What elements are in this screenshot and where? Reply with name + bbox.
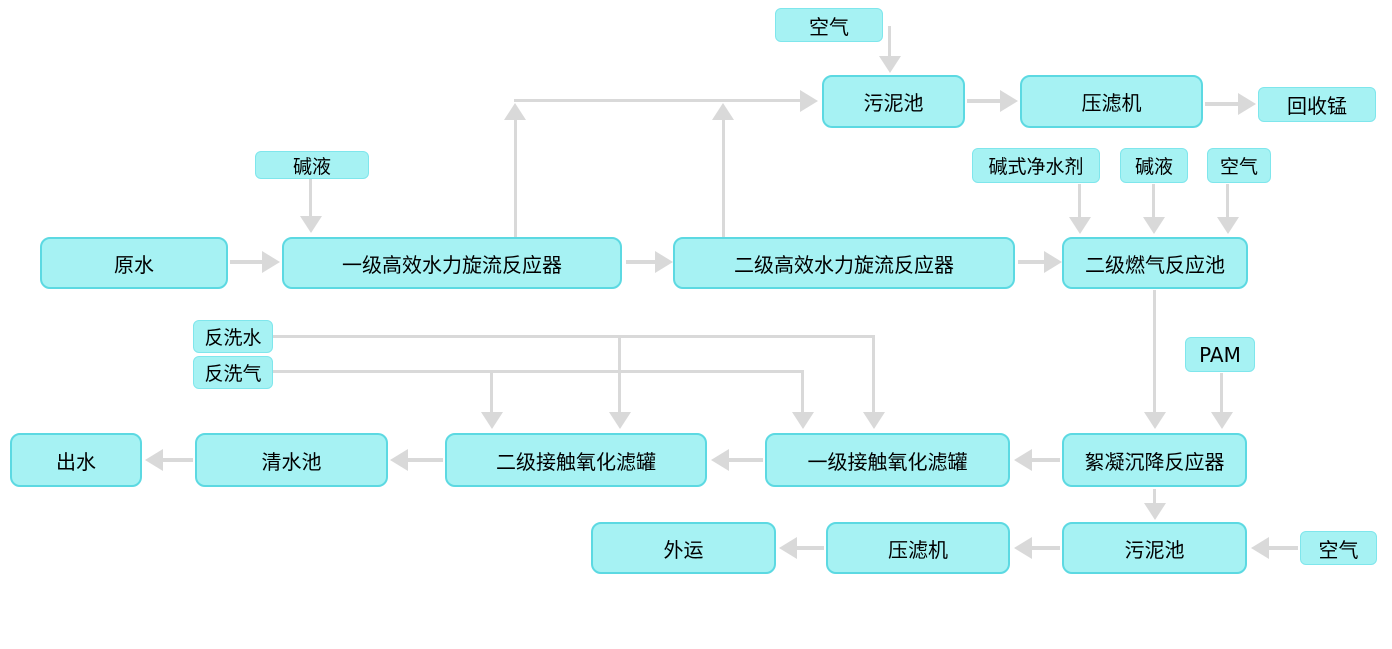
node-pam: PAM <box>1185 337 1255 372</box>
arrow-secondary-to-gastank-stem <box>1018 260 1044 264</box>
connector-backwash-water-drop1 <box>618 336 621 412</box>
arrowhead-pam-down <box>1211 412 1233 429</box>
node-backwash-water: 反洗水 <box>193 320 273 353</box>
node-sludge-tank-top: 污泥池 <box>822 75 965 128</box>
arrowhead-up-primary-reactor <box>504 103 526 120</box>
arrow-prifilter-to-secfilter-head <box>711 449 729 471</box>
arrow-primary-to-secondary-head <box>655 251 673 273</box>
node-air-bottom: 空气 <box>1300 531 1377 565</box>
connector-air-right <box>1226 184 1229 217</box>
arrow-air-to-sludge-bottom-head <box>1251 537 1269 559</box>
arrow-sludge-to-press-bottom-head <box>1014 537 1032 559</box>
node-secondary-gas-reaction-tank: 二级燃气反应池 <box>1062 237 1248 289</box>
arrow-press-to-transport-stem <box>797 546 824 550</box>
node-primary-hydrocyclone-reactor: 一级高效水力旋流反应器 <box>282 237 622 289</box>
node-filter-press-bottom: 压滤机 <box>826 522 1010 574</box>
arrowhead-alkali-left <box>300 216 322 233</box>
node-flocculation-sedimentation-reactor: 絮凝沉降反应器 <box>1062 433 1247 487</box>
arrow-rawwater-to-primary-stem <box>230 260 262 264</box>
arrow-sludge-to-press-stem <box>967 99 1000 103</box>
node-secondary-contact-oxidation-filter: 二级接触氧化滤罐 <box>445 433 707 487</box>
node-sludge-tank-bottom: 污泥池 <box>1062 522 1247 574</box>
connector-pam-down <box>1220 373 1223 412</box>
arrow-sludge-to-press-bottom-stem <box>1032 546 1060 550</box>
arrowhead-up-secondary-reactor <box>712 103 734 120</box>
node-backwash-air: 反洗气 <box>193 356 273 389</box>
node-primary-contact-oxidation-filter: 一级接触氧化滤罐 <box>765 433 1010 487</box>
connector-floc-down <box>1153 489 1156 503</box>
node-air-right: 空气 <box>1207 148 1271 183</box>
arrow-secondary-to-gastank-head <box>1044 251 1062 273</box>
arrowhead-backwash-water-drop2 <box>863 412 885 429</box>
arrowhead-gastank-down <box>1144 412 1166 429</box>
node-clean-water-tank: 清水池 <box>195 433 388 487</box>
node-air-top: 空气 <box>775 8 883 42</box>
arrowhead-backwash-air-drop2 <box>792 412 814 429</box>
node-outbound-transport: 外运 <box>591 522 776 574</box>
arrowhead-floc-down <box>1144 503 1166 520</box>
node-basic-purifier-agent: 碱式净水剂 <box>972 148 1100 183</box>
node-recovered-manganese: 回收锰 <box>1258 87 1376 122</box>
arrowhead-air-top <box>879 56 901 73</box>
arrow-prifilter-to-secfilter-stem <box>729 458 763 462</box>
node-filter-press-top: 压滤机 <box>1020 75 1203 128</box>
connector-backwash-air-drop1 <box>490 371 493 412</box>
connector-alkali-left <box>309 179 312 216</box>
arrow-secfilter-to-cleanwater-stem <box>408 458 443 462</box>
connector-backwash-air-drop2 <box>801 370 804 412</box>
arrow-rawwater-to-primary-head <box>262 251 280 273</box>
arrow-sludge-to-press-head <box>1000 90 1018 112</box>
arrow-floc-to-prifilter-head <box>1014 449 1032 471</box>
arrow-press-to-manganese-head <box>1238 93 1256 115</box>
arrow-cleanwater-to-effluent-stem <box>163 458 193 462</box>
connector-sludge-collect-line <box>514 99 800 102</box>
arrow-air-to-sludge-bottom-stem <box>1269 546 1298 550</box>
node-alkali-solution-right: 碱液 <box>1120 148 1188 183</box>
arrow-floc-to-prifilter-stem <box>1032 458 1060 462</box>
arrow-press-to-transport-head <box>779 537 797 559</box>
arrowhead-purifier-agent <box>1069 217 1091 234</box>
arrowhead-backwash-air-drop1 <box>481 412 503 429</box>
node-effluent: 出水 <box>10 433 142 487</box>
arrow-primary-to-secondary-stem <box>626 260 655 264</box>
connector-gastank-down <box>1153 290 1156 412</box>
arrow-cleanwater-to-effluent-head <box>145 449 163 471</box>
connector-secondary-reactor-up <box>722 116 725 237</box>
connector-backwash-water-drop2 <box>872 335 875 412</box>
node-alkali-solution-left: 碱液 <box>255 151 369 179</box>
arrow-secfilter-to-cleanwater-head <box>390 449 408 471</box>
arrowhead-alkali-right <box>1143 217 1165 234</box>
arrowhead-backwash-water-drop1 <box>609 412 631 429</box>
connector-purifier-agent <box>1078 184 1081 217</box>
arrowhead-air-right <box>1217 217 1239 234</box>
connector-backwash-water-line <box>272 335 875 338</box>
node-secondary-hydrocyclone-reactor: 二级高效水力旋流反应器 <box>673 237 1015 289</box>
connector-air-top <box>888 26 891 58</box>
connector-backwash-air-line <box>272 370 804 373</box>
connector-primary-reactor-up <box>514 116 517 237</box>
arrow-press-to-manganese-stem <box>1205 102 1238 106</box>
connector-alkali-right <box>1152 184 1155 217</box>
node-raw-water: 原水 <box>40 237 228 289</box>
arrowhead-into-top-sludge-tank <box>800 90 818 112</box>
